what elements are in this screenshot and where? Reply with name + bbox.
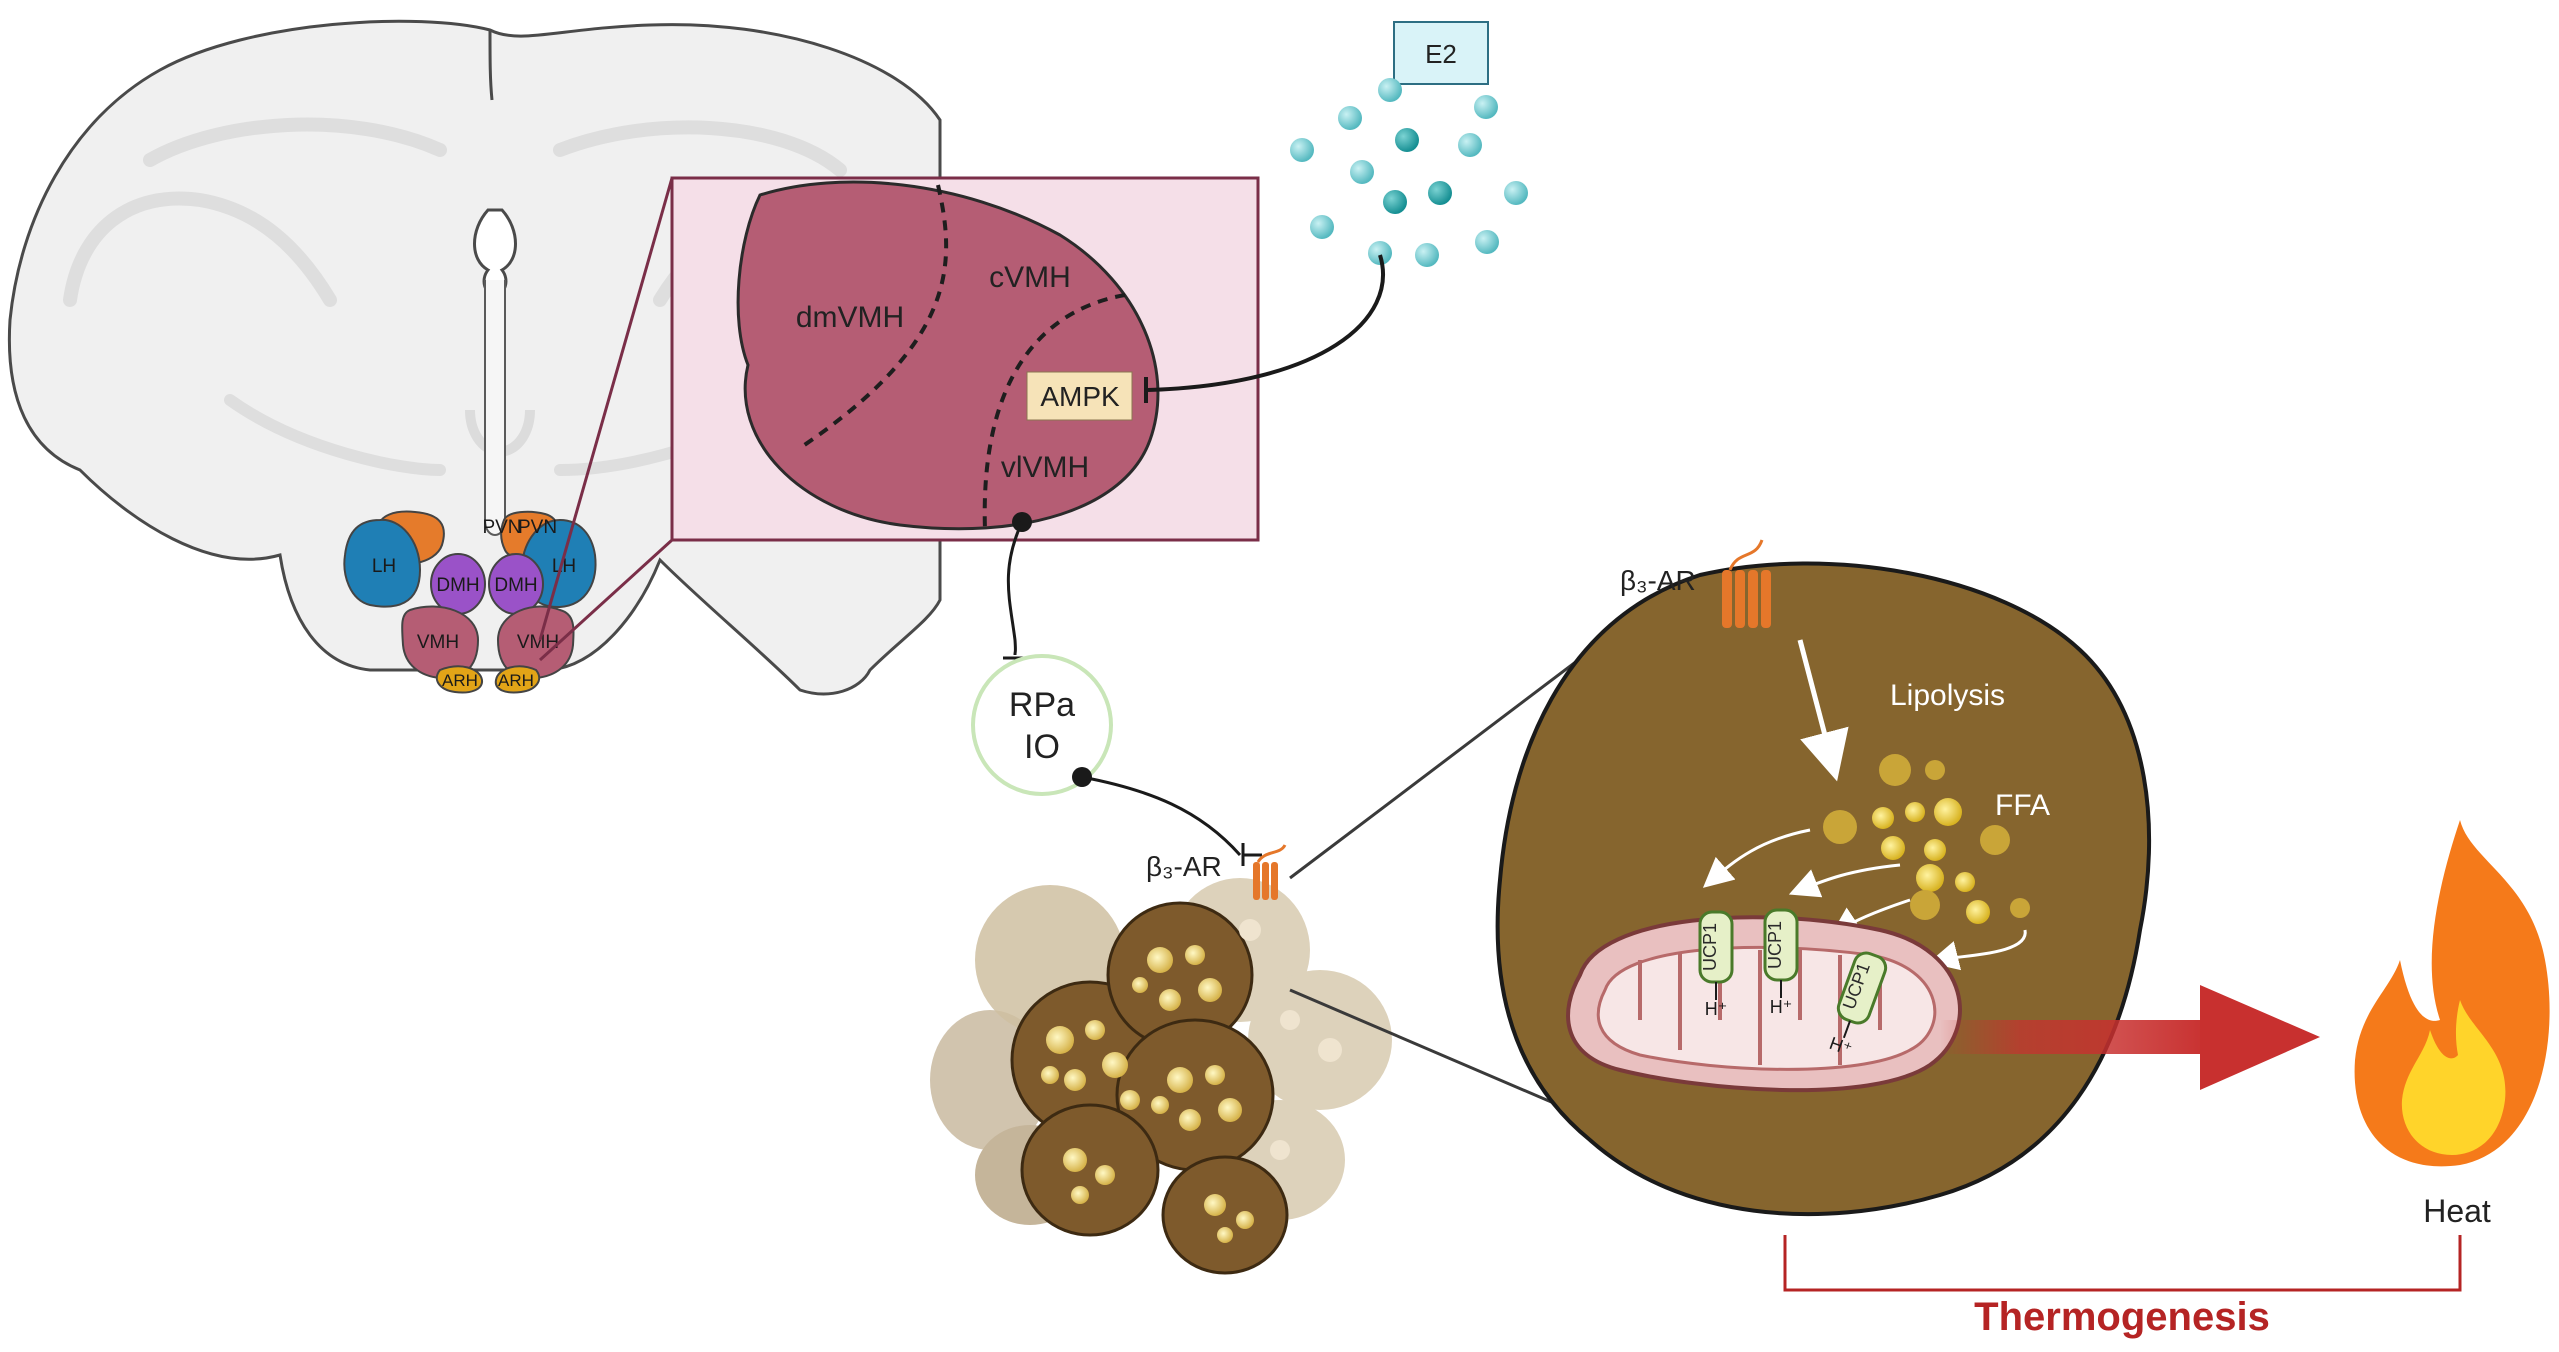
vmh-zoom-panel: dmVMH cVMH vlVMH AMPK: [670, 176, 1260, 542]
ucp1-channel-1: UCP1 H⁺: [1698, 910, 1734, 1019]
brown-adipocyte: Lipolysis FFA: [1495, 539, 2152, 1217]
thermogenesis-label: Thermogenesis: [1974, 1295, 2270, 1339]
io-label: IO: [1024, 728, 1060, 766]
ffa-droplets: [1823, 754, 2030, 924]
e2-ampk-inhibition-line: [1147, 254, 1385, 392]
heat-label: Heat: [2423, 1193, 2491, 1229]
b3ar-receptor-large: [1722, 539, 1771, 628]
ucp1-channel-2: UCP1 H⁺: [1763, 908, 1799, 1017]
ampk-label: AMPK: [1040, 381, 1120, 412]
arh-left: [435, 665, 484, 694]
hypothalamic-nuclei: PVN PVN LH LH DMH DMH VMH VMH ARH ARH: [343, 510, 597, 694]
ucp1-label-1: UCP1: [1700, 923, 1720, 971]
rpa-io-node: RPa IO: [971, 654, 1113, 796]
zoom-connector-bottom: [538, 538, 674, 662]
cvmh-label: cVMH: [989, 261, 1071, 294]
pvn-label-left: PVN: [482, 517, 521, 538]
b3ar-label-bat: β₃-AR: [1146, 851, 1222, 882]
h-plus-1: H⁺: [1705, 999, 1728, 1019]
lipolysis-arrow: [1797, 639, 1849, 782]
lh-label-left: LH: [372, 556, 396, 577]
arh-label-right: ARH: [498, 671, 534, 690]
arh-label-left: ARH: [442, 671, 478, 690]
dmh-label-right: DMH: [494, 575, 537, 596]
lh-label-right: LH: [552, 556, 576, 577]
zoom-connector-top: [538, 177, 674, 641]
ucp1-channel-3: UCP1 H⁺: [1827, 951, 1888, 1060]
h-plus-2: H⁺: [1770, 997, 1793, 1017]
vmh-label-left: VMH: [417, 632, 459, 653]
b3ar-receptor-small: [1253, 844, 1287, 900]
flame-icon: [2354, 820, 2550, 1167]
lipolysis-label: Lipolysis: [1890, 679, 2005, 712]
pvn-label-right: PVN: [518, 517, 557, 538]
vmh-label-right: VMH: [517, 632, 559, 653]
heat-arrow: [1940, 985, 2320, 1090]
dmh-label-left: DMH: [436, 575, 479, 596]
thermogenesis-bracket: [1783, 1235, 2462, 1292]
vlvmh-label: vlVMH: [1001, 451, 1089, 484]
dm-c-boundary: [798, 184, 949, 450]
e2-label: E2: [1425, 39, 1457, 69]
vmh-rpa-projection: [1006, 521, 1024, 656]
rpa-bat-projection: [1081, 775, 1242, 856]
ucp1-label-2: UCP1: [1765, 921, 1785, 969]
arh-right: [494, 665, 541, 694]
ampk-box: [1026, 371, 1133, 421]
brown-adipose-tissue: [930, 878, 1392, 1275]
b3ar-label-cell: β₃-AR: [1620, 565, 1696, 596]
c-vl-boundary: [982, 293, 1126, 531]
ffa-label: FFA: [1995, 789, 2050, 822]
rpa-label: RPa: [1009, 686, 1075, 724]
e2-box: [1393, 21, 1489, 85]
vmh-region: [736, 180, 1160, 531]
lh-left: [343, 518, 422, 608]
dmvmh-label: dmVMH: [796, 301, 904, 334]
e2-molecules: E2: [1290, 21, 1528, 267]
